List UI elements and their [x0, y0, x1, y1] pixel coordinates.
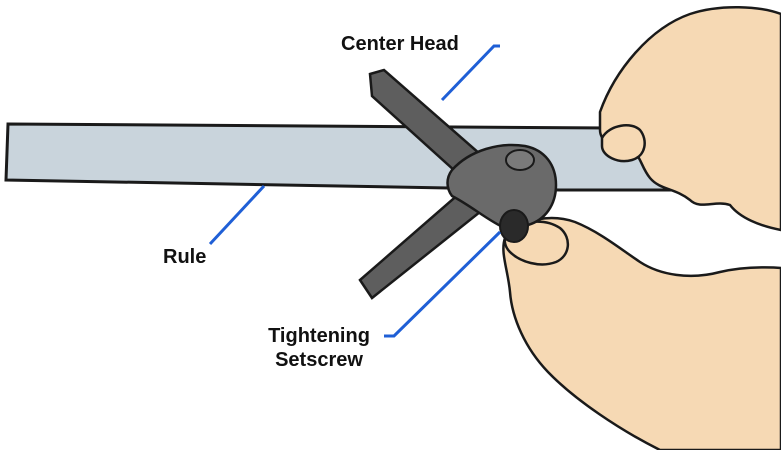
leader-rule: [208, 184, 266, 246]
upper-hand-thumb: [600, 124, 646, 163]
setscrew-knob: [499, 209, 529, 243]
leader-setscrew: [384, 230, 502, 338]
center-head-label: Center Head: [341, 33, 459, 55]
rule-label: Rule: [163, 246, 207, 268]
lower-hand: [502, 216, 781, 450]
center-head-boss: [505, 149, 535, 171]
tightening-label-line1: Tightening: [268, 325, 370, 347]
upper-hand: [598, 6, 781, 232]
leader-center-head: [440, 44, 500, 102]
tightening-label-line2: Setscrew: [275, 349, 363, 371]
tightening-setscrew-label: Tightening Setscrew: [258, 324, 380, 372]
